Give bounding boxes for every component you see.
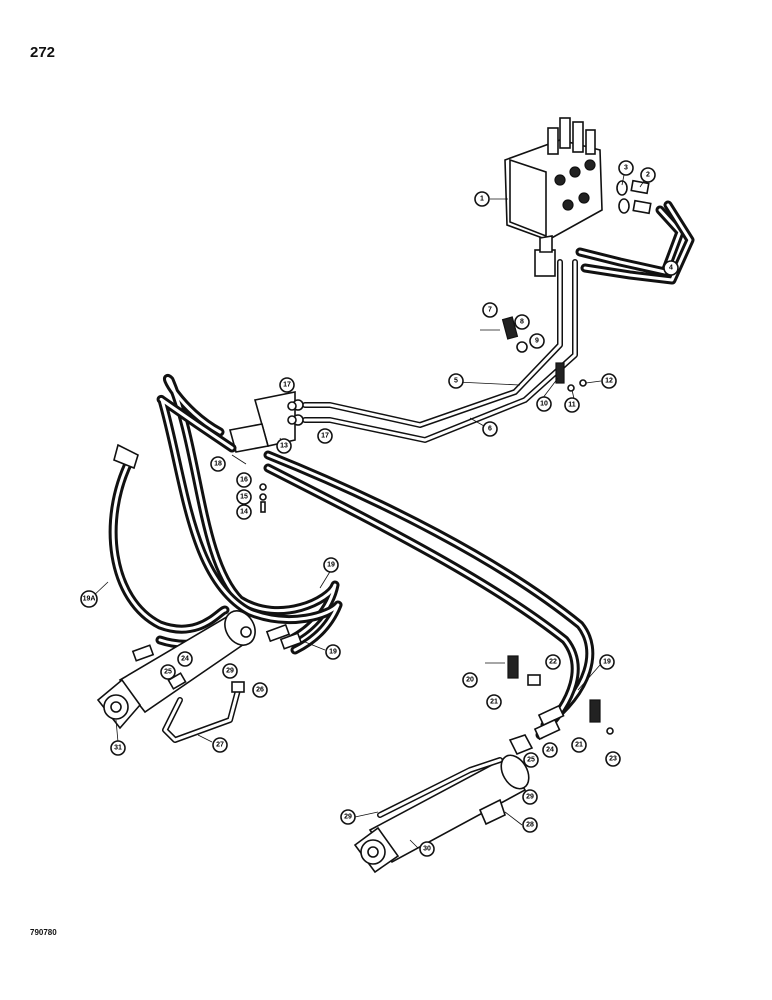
svg-text:16: 16 (240, 477, 248, 484)
callout-14: 14 (236, 504, 252, 520)
svg-text:4: 4 (669, 265, 673, 272)
far-cylinder (353, 704, 565, 874)
svg-text:17: 17 (283, 382, 291, 389)
callout-23: 23 (605, 751, 621, 767)
svg-text:27: 27 (216, 742, 224, 749)
svg-text:3: 3 (624, 165, 628, 172)
svg-text:31: 31 (114, 745, 122, 752)
svg-text:10: 10 (540, 401, 548, 408)
svg-text:6: 6 (488, 426, 492, 433)
svg-text:18: 18 (214, 461, 222, 468)
svg-text:24: 24 (546, 747, 554, 754)
callout-19a: 19 (323, 557, 339, 573)
svg-text:24: 24 (181, 656, 189, 663)
svg-text:19A: 19A (83, 596, 96, 603)
callout-22: 22 (545, 654, 561, 670)
valve-fittings (616, 179, 652, 215)
svg-text:14: 14 (240, 509, 248, 516)
svg-text:17: 17 (321, 433, 329, 440)
svg-text:5: 5 (454, 378, 458, 385)
svg-text:28: 28 (526, 822, 534, 829)
svg-text:26: 26 (256, 687, 264, 694)
callout-13: 13 (276, 438, 292, 454)
callout-21a: 21 (486, 694, 502, 710)
callout-8: 8 (514, 314, 530, 330)
callout-19c: 19 (599, 654, 615, 670)
leader-lines (89, 174, 666, 849)
svg-text:29: 29 (344, 814, 352, 821)
callout-25a: 25 (160, 664, 176, 680)
svg-text:12: 12 (605, 378, 613, 385)
svg-text:19: 19 (603, 659, 611, 666)
callout-30: 30 (419, 841, 435, 857)
callout-11: 11 (564, 397, 580, 413)
svg-text:25: 25 (164, 669, 172, 676)
callout-16: 16 (236, 472, 252, 488)
callout-28: 28 (522, 817, 538, 833)
callout-29a: 29 (222, 663, 238, 679)
near-hoses (156, 373, 343, 655)
callout-2: 2 (640, 167, 656, 183)
callout-18: 18 (210, 456, 226, 472)
svg-text:29: 29 (526, 794, 534, 801)
callout-29b: 29 (340, 809, 356, 825)
svg-text:1: 1 (480, 196, 484, 203)
svg-text:21: 21 (490, 699, 498, 706)
callout-6: 6 (482, 421, 498, 437)
svg-text:21: 21 (575, 742, 583, 749)
long-hoses (263, 450, 595, 740)
callout-31: 31 (110, 740, 126, 756)
callout-20: 20 (462, 672, 478, 688)
callout-5: 5 (448, 373, 464, 389)
svg-text:11: 11 (568, 402, 576, 409)
callout-17b: 17 (317, 428, 333, 444)
callout-19A: 19A (80, 590, 98, 608)
svg-text:25: 25 (527, 757, 535, 764)
svg-text:8: 8 (520, 319, 524, 326)
drawing-code: 790780 (30, 928, 57, 937)
svg-text:23: 23 (609, 756, 617, 763)
page-number: 272 (30, 44, 56, 61)
svg-text:22: 22 (549, 659, 557, 666)
svg-text:20: 20 (466, 677, 474, 684)
svg-text:9: 9 (535, 338, 539, 345)
control-valve (504, 117, 603, 277)
callout-10: 10 (536, 396, 552, 412)
callout-3: 3 (618, 160, 634, 176)
callout-24a: 24 (177, 651, 193, 667)
callout-7: 7 (482, 302, 498, 318)
svg-text:19: 19 (329, 649, 337, 656)
tube-bracket (228, 391, 304, 453)
callout-9: 9 (529, 333, 545, 349)
steel-tubes (302, 259, 578, 443)
callout-21b: 21 (571, 737, 587, 753)
callout-15: 15 (236, 489, 252, 505)
callout-29c: 29 (522, 789, 538, 805)
svg-text:13: 13 (280, 443, 288, 450)
svg-text:29: 29 (226, 668, 234, 675)
clamp-hardware (259, 316, 614, 735)
svg-text:2: 2 (646, 172, 650, 179)
svg-text:19: 19 (327, 562, 335, 569)
callout-17a: 17 (279, 377, 295, 393)
callout-4: 4 (663, 260, 679, 276)
callout-24b: 24 (542, 742, 558, 758)
svg-text:7: 7 (488, 307, 492, 314)
svg-text:15: 15 (240, 494, 248, 501)
callout-26: 26 (252, 682, 268, 698)
callout-1: 1 (474, 191, 490, 207)
callout-25b: 25 (523, 752, 539, 768)
callout-12: 12 (601, 373, 617, 389)
callout-19b: 19 (325, 644, 341, 660)
callout-27: 27 (212, 737, 228, 753)
svg-text:30: 30 (423, 846, 431, 853)
